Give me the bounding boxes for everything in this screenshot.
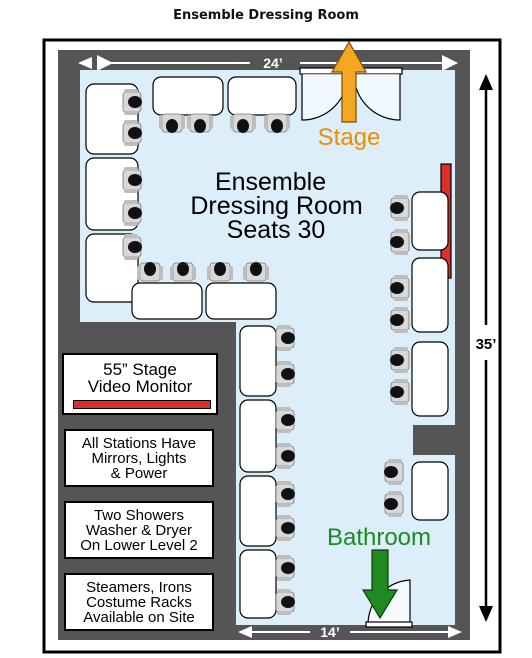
chair-with-person-icon	[390, 307, 410, 333]
dressing-station	[131, 282, 203, 320]
stage-label: Stage	[318, 124, 381, 151]
chairs	[122, 89, 410, 615]
chair-with-person-icon	[187, 113, 213, 133]
chair-with-person-icon	[275, 361, 295, 387]
right-dimension-arrow	[479, 74, 493, 622]
chair-with-person-icon	[275, 407, 295, 433]
dressing-station	[411, 341, 449, 417]
room-label-line-2: Dressing Room	[190, 192, 362, 220]
page-title: Ensemble Dressing Room	[173, 8, 359, 23]
chair-with-person-icon	[159, 113, 185, 133]
dressing-station	[205, 282, 277, 320]
chair-with-person-icon	[137, 262, 163, 282]
legend-monitor-line-2: Video Monitor	[87, 377, 193, 396]
room-label-line-3: Seats 30	[227, 216, 326, 244]
top-dimension-arrow	[78, 55, 458, 71]
dressing-station	[227, 76, 297, 116]
bottom-dimension-label: 14’	[320, 624, 339, 640]
legend-stations: All Stations Have Mirrors, Lights & Powe…	[64, 429, 214, 487]
chair-with-person-icon	[122, 234, 142, 260]
legend-stations-line-3: & Power	[110, 465, 168, 482]
chair-with-person-icon	[390, 275, 410, 301]
legend-showers-line-2: Washer & Dryer	[85, 522, 193, 539]
bottom-dimension-arrow	[238, 626, 462, 638]
chair-with-person-icon	[390, 379, 410, 405]
dressing-station	[239, 549, 277, 619]
legend-stations-line-2: Mirrors, Lights	[91, 450, 187, 467]
chair-with-person-icon	[170, 262, 196, 282]
top-dimension-label: 24’	[263, 55, 282, 71]
chair-with-person-icon	[384, 491, 404, 517]
bathroom-label: Bathroom	[327, 524, 431, 551]
legend-showers-line-3: On Lower Level 2	[80, 537, 198, 554]
chair-with-person-icon	[264, 113, 290, 133]
legend-stations-line-1: All Stations Have	[81, 435, 197, 452]
dressing-station	[239, 399, 277, 473]
legend-monitor: 55” Stage Video Monitor	[62, 353, 218, 415]
chair-with-person-icon	[390, 195, 410, 221]
legend-showers-line-1: Two Showers	[93, 507, 185, 524]
chair-with-person-icon	[230, 113, 256, 133]
chair-with-person-icon	[207, 262, 233, 282]
legend-steamers: Steamers, Irons Costume Racks Available …	[64, 573, 214, 631]
chair-with-person-icon	[275, 481, 295, 507]
chair-with-person-icon	[275, 555, 295, 581]
chair-with-person-icon	[122, 120, 142, 146]
dressing-station	[411, 191, 449, 251]
legend-steamers-line-1: Steamers, Irons	[86, 579, 192, 596]
stage-doors	[299, 67, 403, 121]
dressing-station	[411, 257, 449, 333]
chair-with-person-icon	[122, 89, 142, 115]
chair-with-person-icon	[275, 589, 295, 615]
right-dimension-label: 35’	[476, 336, 497, 353]
dressing-station	[239, 475, 277, 547]
dressing-station	[411, 461, 449, 521]
chair-with-person-icon	[275, 443, 295, 469]
chair-with-person-icon	[122, 167, 142, 193]
chair-with-person-icon	[122, 200, 142, 226]
legend-steamers-line-2: Costume Racks	[86, 594, 192, 611]
legend-monitor-bar	[73, 400, 211, 409]
chair-with-person-icon	[275, 325, 295, 351]
legend-monitor-line-1: 55” Stage	[103, 360, 177, 379]
chair-with-person-icon	[275, 515, 295, 541]
chair-with-person-icon	[243, 262, 269, 282]
legend-showers: Two Showers Washer & Dryer On Lower Leve…	[64, 501, 214, 559]
chair-with-person-icon	[390, 229, 410, 255]
room-label-line-1: Ensemble	[215, 168, 326, 196]
room-label: Ensemble Dressing Room Seats 30	[190, 168, 369, 244]
dressing-station	[239, 325, 277, 397]
chair-with-person-icon	[390, 347, 410, 373]
stage-arrow-icon	[330, 40, 368, 123]
dressing-station	[152, 76, 224, 116]
legend-steamers-line-3: Available on Site	[83, 609, 195, 626]
chair-with-person-icon	[384, 459, 404, 485]
bathroom-arrow-icon	[361, 549, 399, 620]
